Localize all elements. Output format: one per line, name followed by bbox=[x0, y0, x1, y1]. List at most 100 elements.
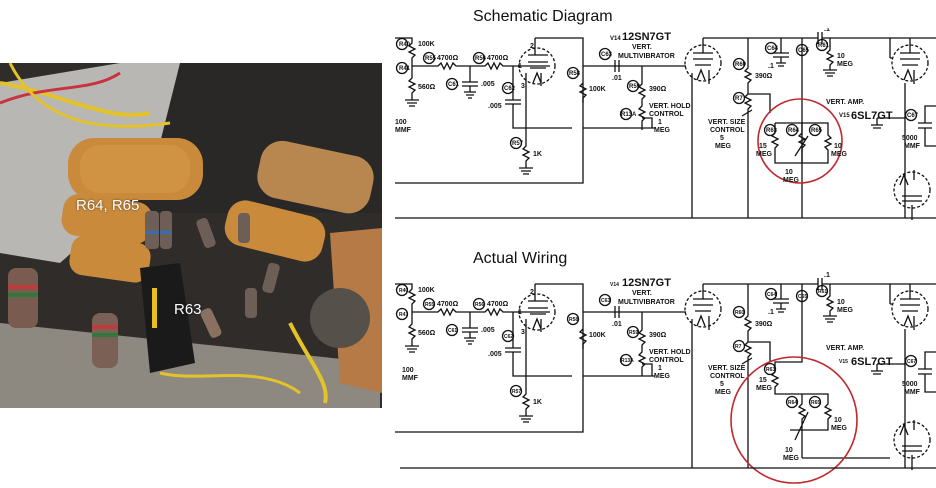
black-capacitor bbox=[140, 263, 195, 373]
ref-c63: C63 bbox=[601, 52, 613, 58]
mmf-unit: MMF bbox=[395, 127, 412, 134]
ref-c63: C63 bbox=[601, 298, 610, 304]
ref-r60: R60 bbox=[735, 62, 747, 68]
val-c65: .1 bbox=[824, 28, 830, 33]
r55-r56-series bbox=[412, 61, 550, 71]
ref-r60: R60 bbox=[735, 310, 744, 316]
actual-wiring-diagram bbox=[390, 272, 936, 488]
r57-resistor bbox=[519, 128, 533, 175]
r13a-label3: 1 bbox=[658, 119, 662, 126]
val-r61-1: 10 bbox=[837, 299, 845, 306]
r61-resistor bbox=[823, 38, 837, 77]
resistor-r64-r65 bbox=[145, 211, 172, 249]
ref-v14: V14 bbox=[610, 282, 619, 288]
ref-c67: C67 bbox=[907, 359, 916, 365]
ref-r63: R63 bbox=[766, 128, 778, 134]
val-r63-1: 15 bbox=[759, 143, 767, 150]
val-c61: .005 bbox=[481, 327, 495, 334]
v14-tube-label: 12SN7GT bbox=[622, 277, 671, 289]
resistor-left-1 bbox=[8, 268, 38, 328]
val-r64-1: 10 bbox=[785, 447, 793, 454]
v14-label2: MULTIVIBRATOR bbox=[618, 299, 675, 306]
chassis-photo: R64, R65 R63 bbox=[0, 63, 382, 408]
v15-tube-label: 6SL7GT bbox=[851, 356, 893, 368]
c67-cap bbox=[918, 105, 936, 147]
val-r40: 100K bbox=[418, 41, 435, 48]
ref-r59: R59 bbox=[629, 84, 641, 90]
val-r64-2: MEG bbox=[783, 177, 800, 184]
val-r55: 4700Ω bbox=[437, 55, 459, 62]
val-r57: 1K bbox=[533, 399, 542, 406]
r13a-label2: CONTROL bbox=[649, 111, 684, 118]
val-c63: .01 bbox=[612, 321, 622, 328]
val-c67-2: MMF bbox=[904, 389, 921, 396]
val-c62: .005 bbox=[488, 351, 502, 358]
val-r65-1: 10 bbox=[834, 143, 842, 150]
ref-v15: V15 bbox=[839, 113, 850, 119]
ref-r65: R65 bbox=[811, 400, 820, 406]
c64-cap bbox=[773, 38, 789, 67]
tube-socket bbox=[310, 288, 370, 348]
r40-r41-divider bbox=[395, 37, 419, 107]
r13a-label4: MEG bbox=[654, 373, 671, 380]
c62-cap bbox=[505, 66, 572, 129]
capacitor-large-1 bbox=[68, 138, 203, 200]
v14-tube-label: 12SN7GT bbox=[622, 31, 671, 43]
pin-3: 3 bbox=[521, 83, 525, 90]
ref-r64: R64 bbox=[788, 128, 800, 134]
pin-1: 1 bbox=[518, 309, 522, 316]
val-r64-2: MEG bbox=[783, 455, 800, 462]
val-r56: 4700Ω bbox=[487, 301, 509, 308]
v15-label1: VERT. AMP. bbox=[826, 345, 864, 352]
c61-cap bbox=[462, 66, 478, 99]
r13a-label3: 1 bbox=[658, 365, 662, 372]
r7-label1: VERT. SIZE bbox=[708, 119, 746, 126]
val-r61-2: MEG bbox=[837, 307, 854, 314]
val-c64: .1 bbox=[768, 309, 774, 316]
r41-ref-circle bbox=[395, 61, 409, 75]
r7-label3: 5 bbox=[720, 135, 724, 142]
ref-r56: R56 bbox=[475, 302, 484, 308]
capacitor-large-2 bbox=[257, 140, 374, 214]
r63-r64-r65-parallel bbox=[770, 122, 833, 164]
r63-r64-r65-actual bbox=[770, 284, 833, 458]
r58-resistor bbox=[395, 82, 588, 184]
ref-r65: R65 bbox=[811, 128, 823, 134]
val-c67-1: 5000 bbox=[902, 381, 918, 388]
val-c62: .005 bbox=[488, 103, 502, 110]
pin-2: 2 bbox=[530, 43, 534, 50]
val-r59: 390Ω bbox=[649, 332, 667, 339]
c63-cap bbox=[583, 60, 627, 72]
r7-label4: MEG bbox=[715, 389, 732, 396]
v15-tube-b bbox=[893, 420, 931, 470]
val-r58: 100K bbox=[589, 86, 606, 93]
schematic-diagram bbox=[390, 28, 936, 224]
ref-r56: R56 bbox=[475, 56, 487, 62]
v15-label1: VERT. AMP. bbox=[826, 99, 864, 106]
v14-label1: VERT. bbox=[632, 290, 652, 297]
resistor-left-2 bbox=[92, 313, 118, 368]
v15-tube-b bbox=[893, 170, 931, 220]
r60-r7-pot bbox=[741, 38, 771, 218]
val-r60: 390Ω bbox=[755, 73, 773, 80]
r13a-label1: VERT. HOLD bbox=[649, 349, 691, 356]
val-c64: .1 bbox=[768, 63, 774, 70]
ref-c65: C65 bbox=[798, 48, 810, 54]
ref-v14: V14 bbox=[610, 36, 621, 42]
mmf-value: 100 bbox=[402, 367, 414, 374]
schematic-diagram-title: Schematic Diagram bbox=[473, 8, 613, 25]
capacitor-5 bbox=[224, 200, 326, 262]
r7-label2: CONTROL bbox=[710, 373, 745, 380]
ref-c64: C64 bbox=[767, 46, 779, 52]
ref-r41: R41 bbox=[399, 312, 408, 318]
ref-c65: C65 bbox=[798, 294, 807, 300]
ref-r13a: R13A bbox=[621, 358, 634, 364]
val-r65-2: MEG bbox=[831, 151, 848, 158]
ref-c61: C61 bbox=[448, 328, 457, 334]
v14-tube-b bbox=[684, 38, 722, 218]
val-r41: 560Ω bbox=[418, 330, 436, 337]
val-r40: 100K bbox=[418, 287, 435, 294]
ref-r57: R57 bbox=[512, 389, 521, 395]
r40-r41-divider bbox=[395, 283, 419, 353]
v15-tube-label: 6SL7GT bbox=[851, 110, 893, 122]
